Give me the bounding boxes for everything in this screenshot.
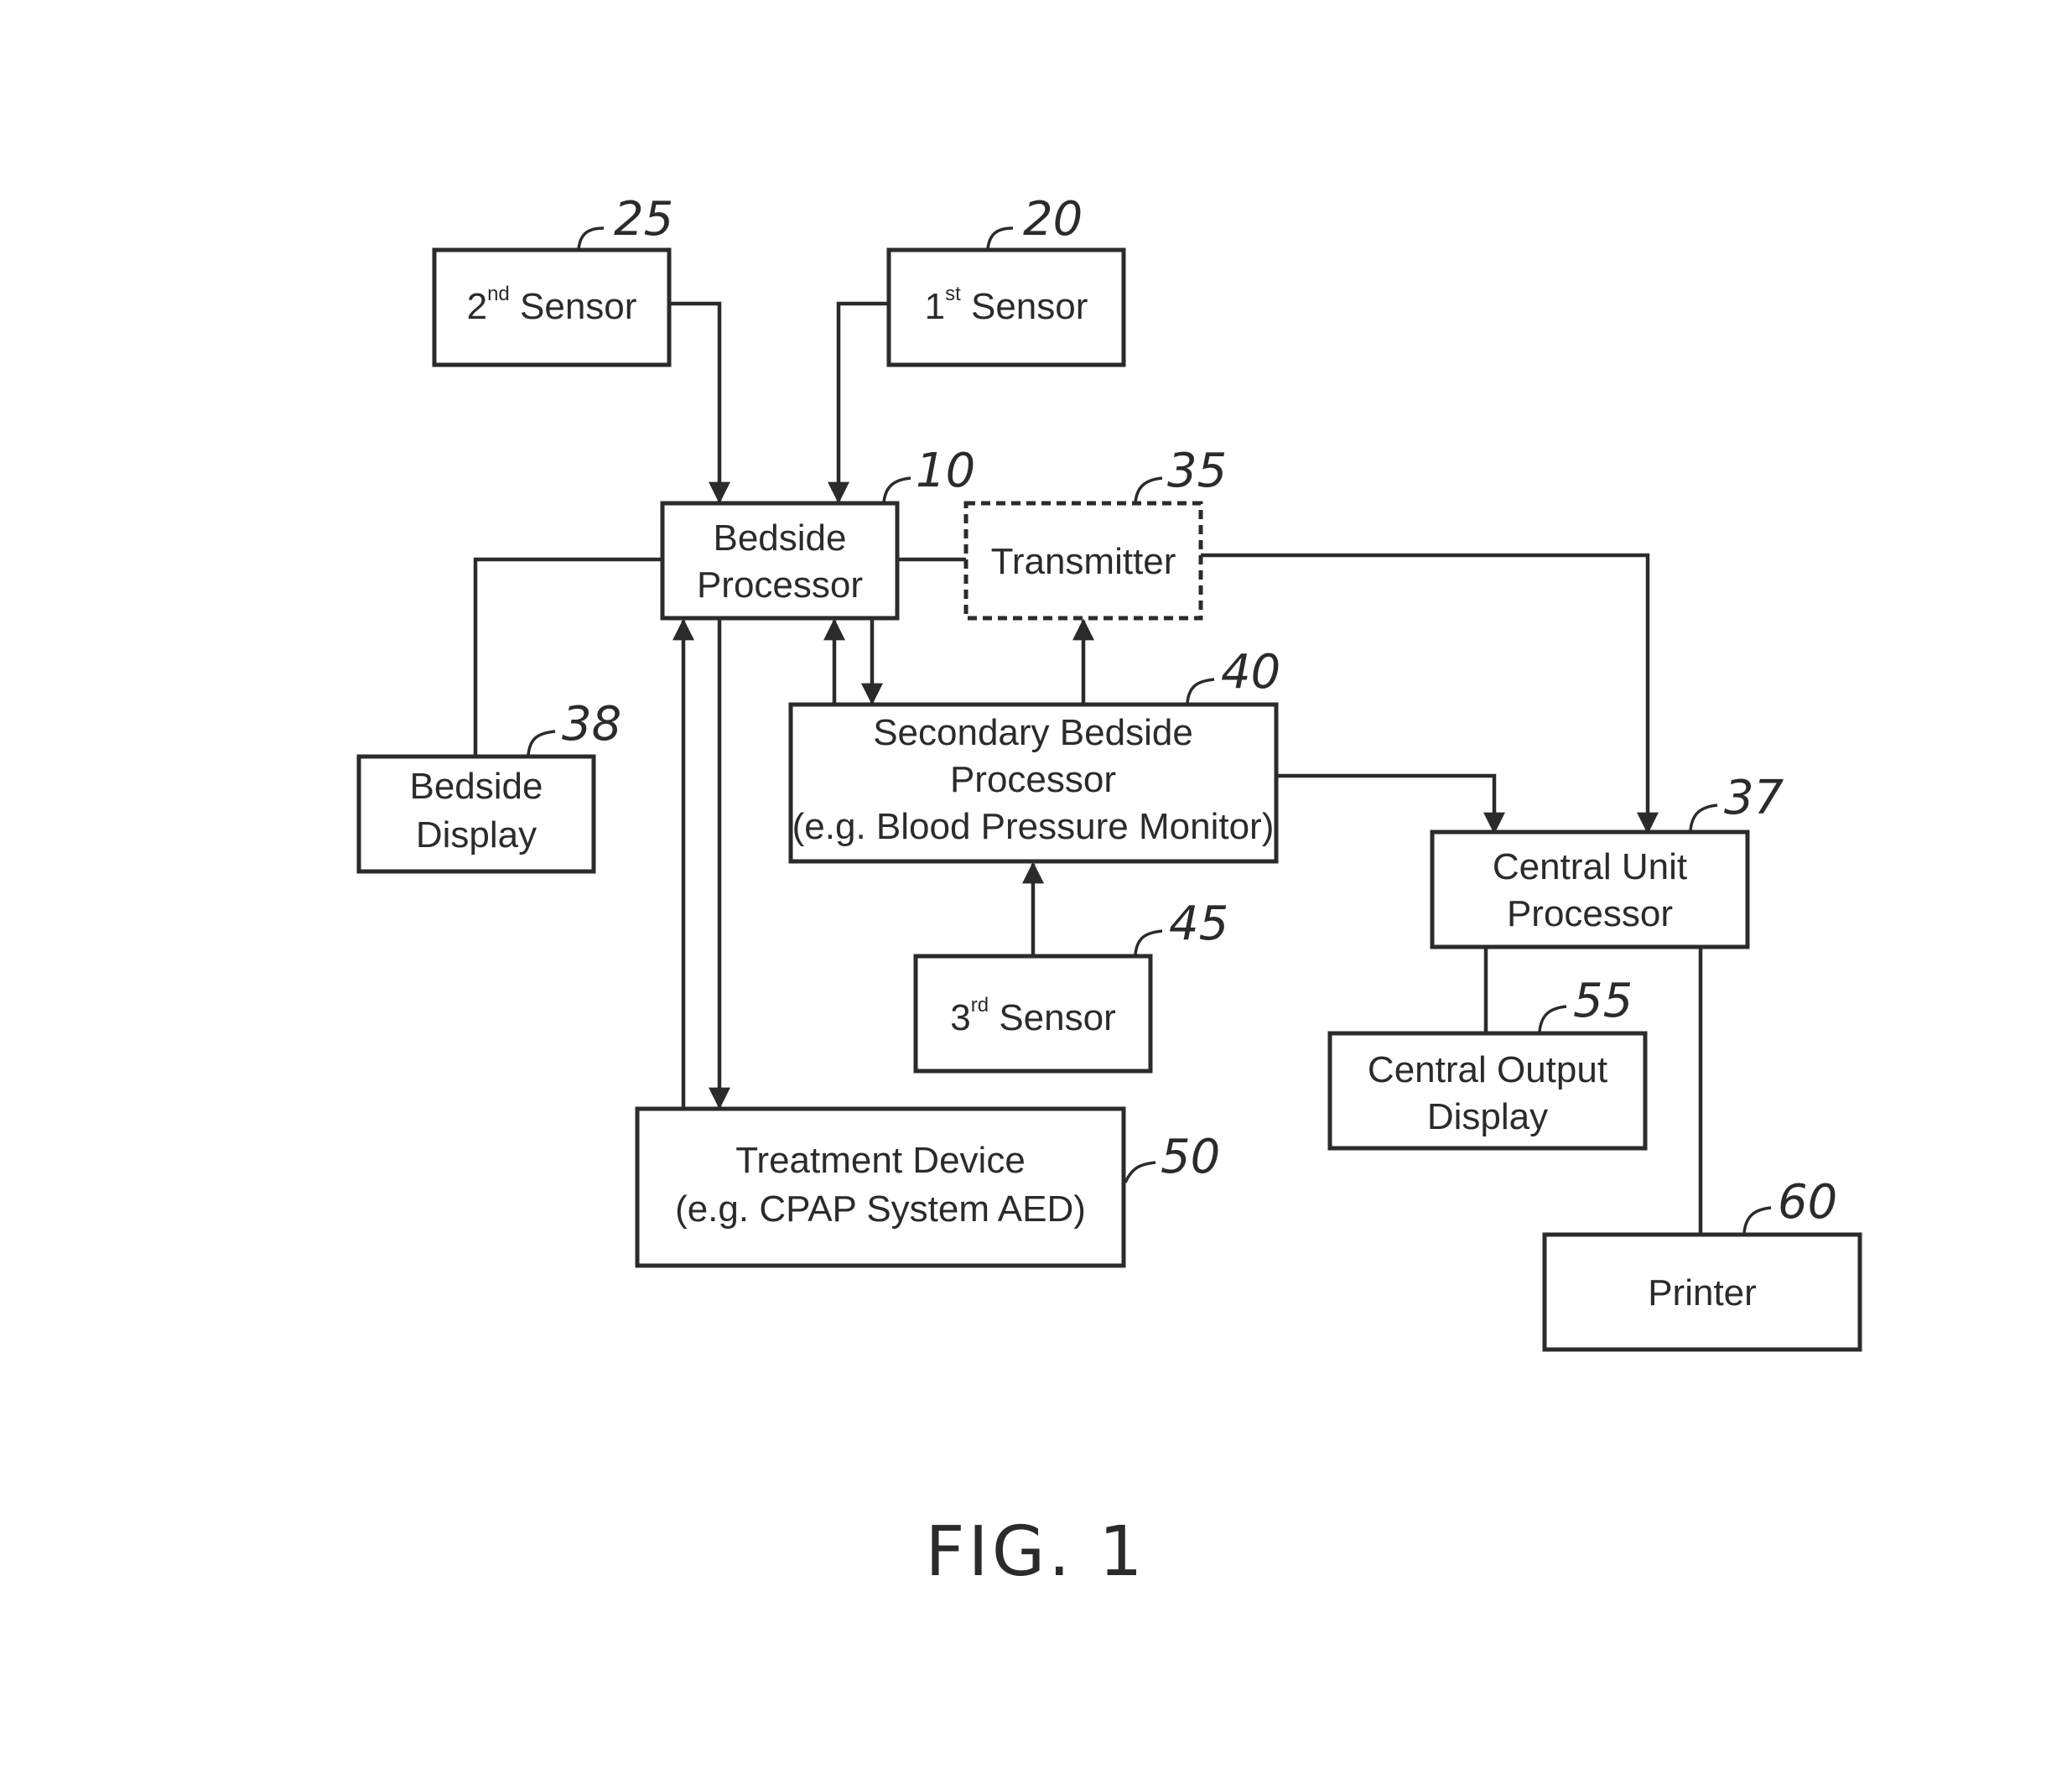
- block-treatment-device: Treatment Device (e.g. CPAP System AED) …: [637, 1109, 1220, 1266]
- secondary-processor-line2: Processor: [950, 759, 1116, 800]
- block-central-unit-processor: Central Unit Processor 37: [1432, 771, 1784, 947]
- secondary-processor-ref: 40: [1221, 645, 1280, 699]
- block-second-sensor: 2nd Sensor 25: [434, 192, 673, 365]
- block-secondary-bedside-processor: Secondary Bedside Processor (e.g. Blood …: [791, 645, 1280, 861]
- central-output-display-line2: Display: [1427, 1096, 1548, 1137]
- printer-label: Printer: [1648, 1272, 1757, 1313]
- central-unit-processor-line1: Central Unit: [1493, 846, 1687, 887]
- treatment-device-line1: Treatment Device: [735, 1140, 1026, 1181]
- treatment-device-line2: (e.g. CPAP System AED): [675, 1188, 1086, 1230]
- secondary-processor-line3: (e.g. Blood Pressure Monitor): [792, 806, 1275, 847]
- central-output-display-ref: 55: [1573, 974, 1633, 1028]
- bedside-display-line1: Bedside: [409, 766, 543, 807]
- treatment-device-ref: 50: [1161, 1130, 1220, 1184]
- block-bedside-processor: Bedside Processor 10: [662, 444, 975, 618]
- central-unit-processor-ref: 37: [1724, 771, 1784, 825]
- connector-secondary-processor-to-central-unit-processor: [1276, 776, 1494, 832]
- central-unit-processor-line2: Processor: [1507, 893, 1673, 934]
- central-output-display-line1: Central Output: [1368, 1049, 1607, 1090]
- first-sensor-ref: 20: [1023, 192, 1083, 247]
- bedside-processor-line2: Processor: [697, 564, 863, 606]
- figure-label: FIG. 1: [925, 1512, 1145, 1592]
- third-sensor-ref: 45: [1169, 897, 1228, 951]
- printer-ref: 60: [1778, 1175, 1837, 1230]
- block-third-sensor: 3rd Sensor 45: [916, 897, 1228, 1071]
- bedside-display-ref: 38: [562, 697, 621, 751]
- second-sensor-ref: 25: [614, 192, 673, 247]
- block-first-sensor: 1st Sensor 20: [889, 192, 1124, 365]
- connector-first-sensor-to-bedside-processor: [839, 304, 889, 502]
- block-bedside-display: Bedside Display 38: [359, 697, 621, 871]
- transmitter-ref: 35: [1167, 444, 1227, 498]
- secondary-processor-line1: Secondary Bedside: [873, 712, 1193, 753]
- bedside-processor-ref: 10: [916, 444, 975, 498]
- bedside-display-line2: Display: [416, 814, 537, 855]
- block-transmitter: Transmitter 35: [966, 444, 1227, 618]
- transmitter-label: Transmitter: [991, 541, 1176, 582]
- connector-second-sensor-to-bedside-processor: [669, 304, 719, 502]
- bedside-processor-line1: Bedside: [713, 517, 846, 559]
